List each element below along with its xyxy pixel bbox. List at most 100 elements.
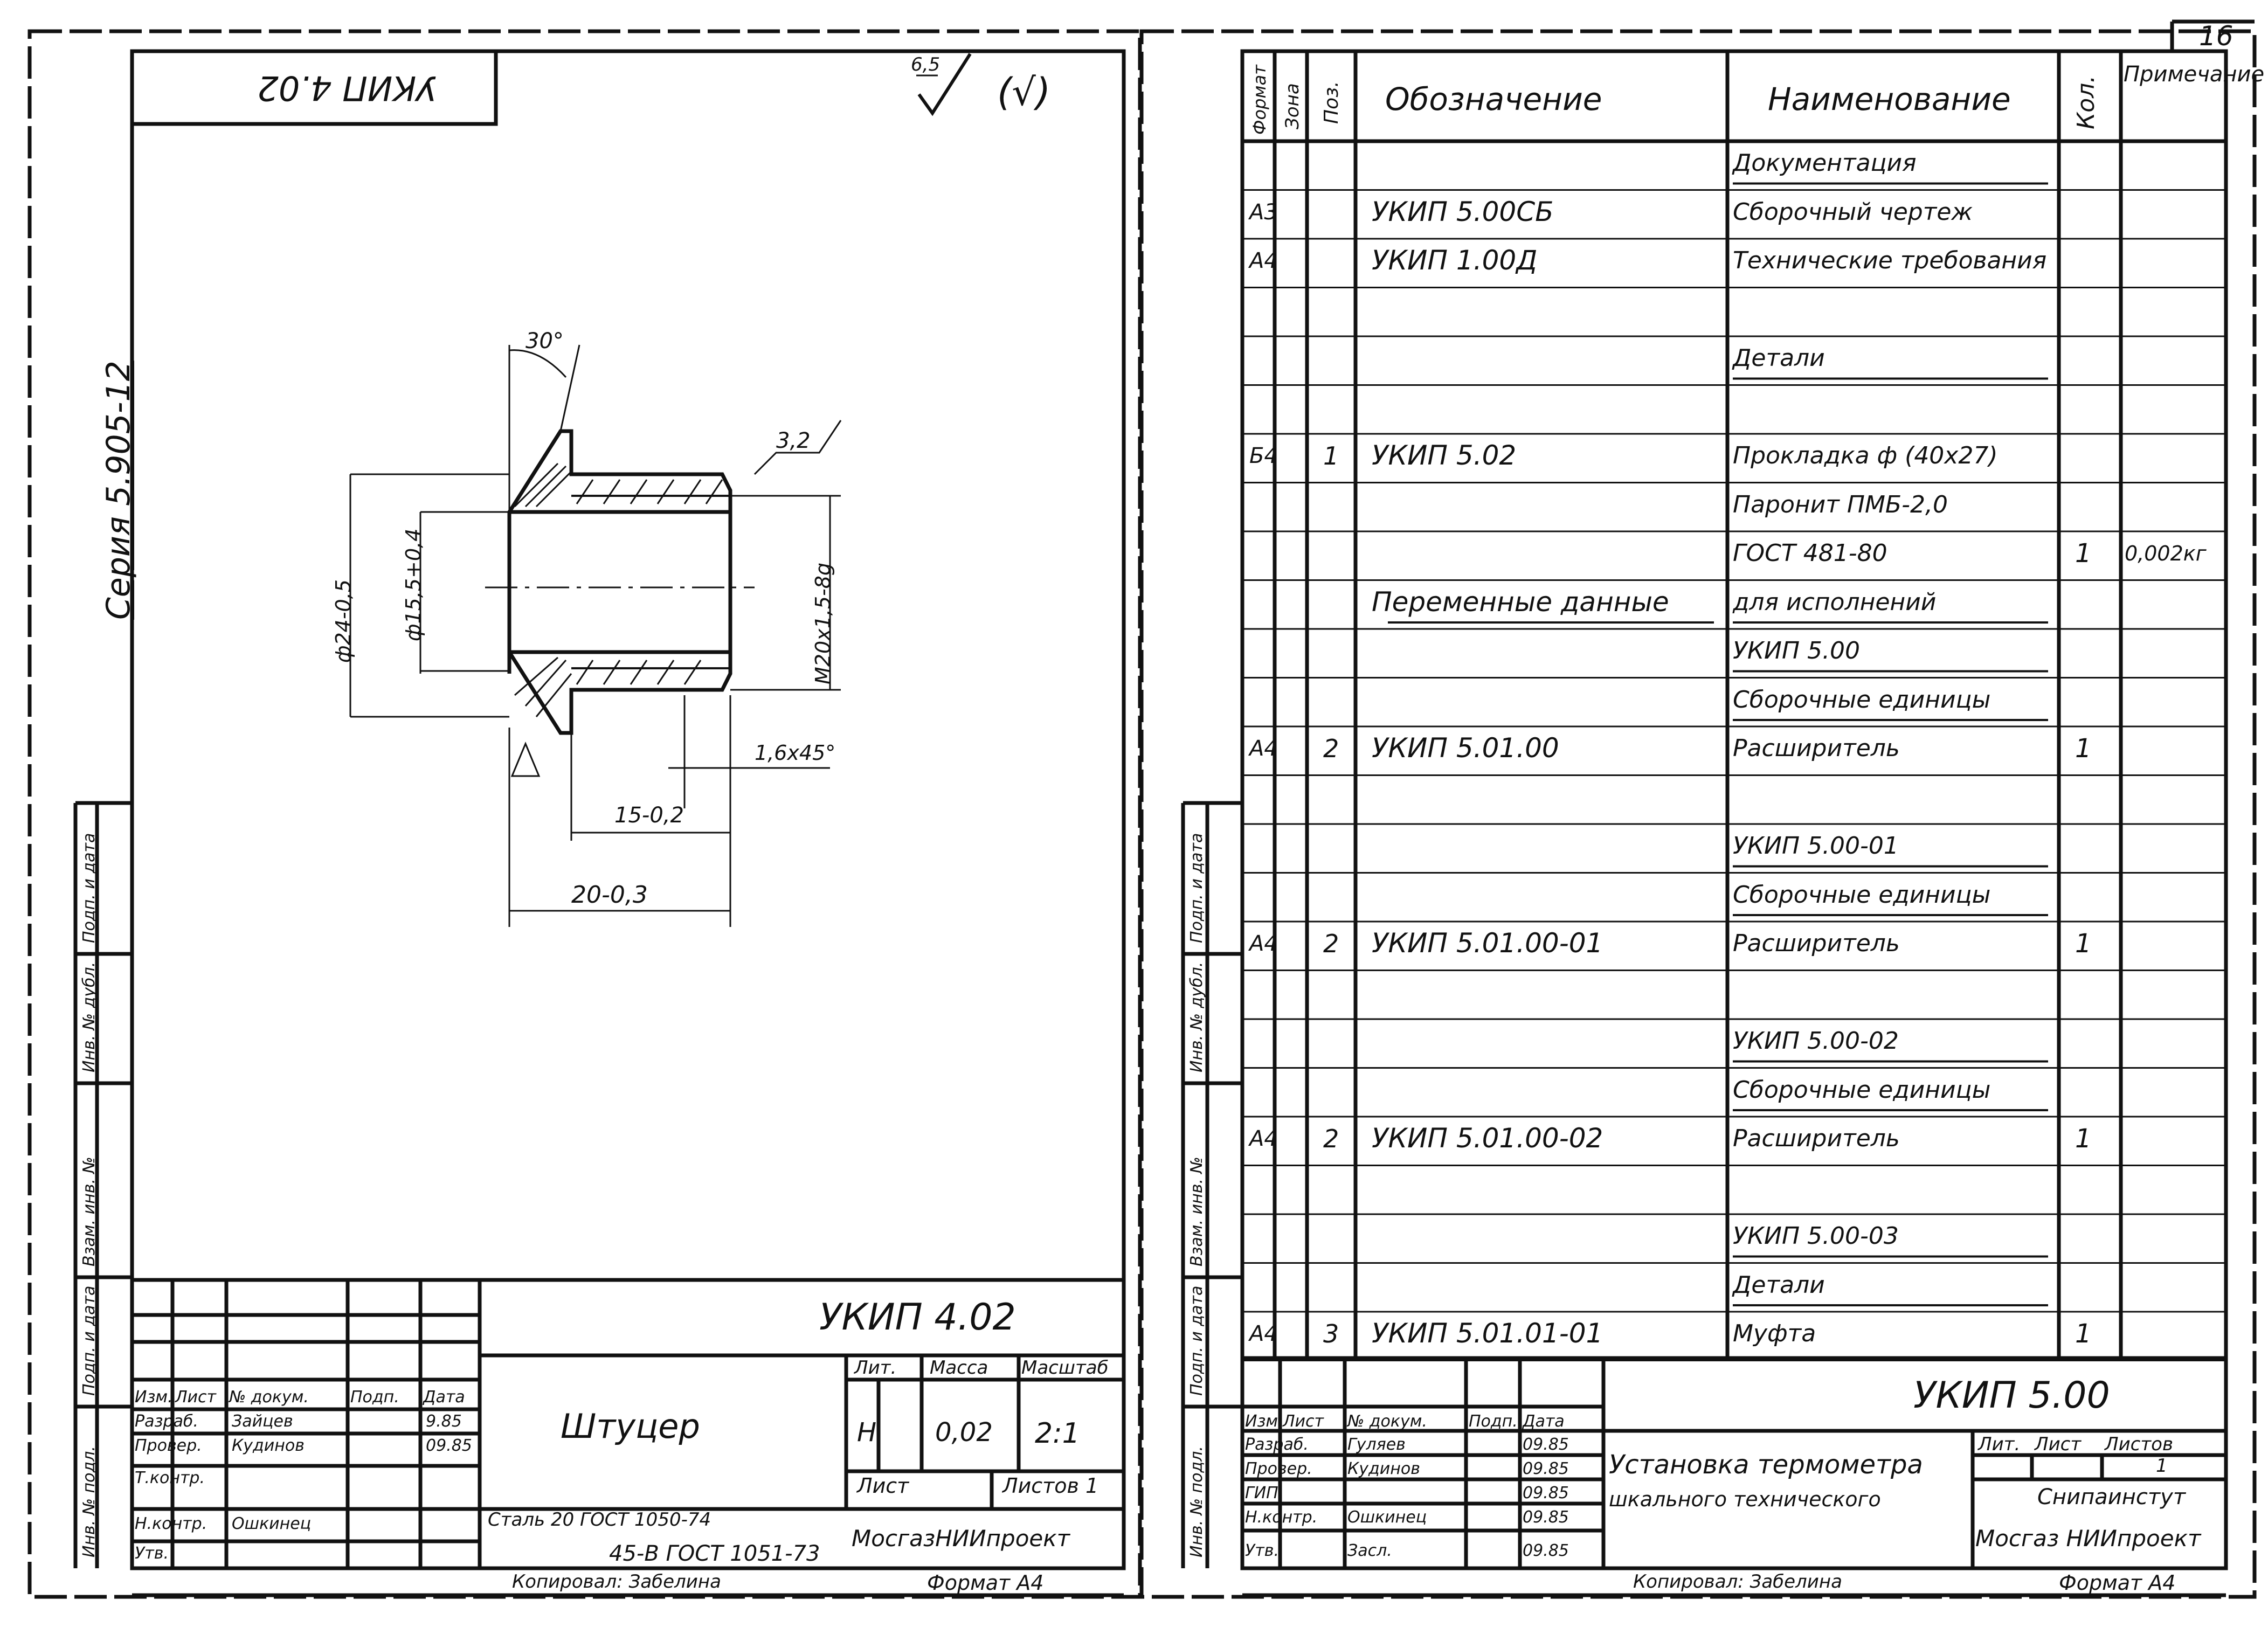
side-label-3: Взам. инв. № <box>1187 1157 1206 1266</box>
person-date: 9.85 <box>426 1412 462 1431</box>
role-podp: Подп. <box>1469 1412 1518 1431</box>
assembly-name-2: шкального технического <box>1609 1487 1881 1511</box>
hdr-pos: Поз. <box>1320 81 1343 124</box>
side-label-1: Инв. № подл. <box>80 1446 99 1557</box>
hdr-designation: Обозначение <box>1385 81 1602 117</box>
row-designation: Переменные данные <box>1372 586 1669 618</box>
person-name: Засл. <box>1347 1541 1392 1560</box>
row-position: 2 <box>1323 733 1339 763</box>
row-format: А3 <box>1249 199 1278 225</box>
row-name: Паронит ПМБ-2,0 <box>1733 490 1948 518</box>
row-name: Сборочные единицы <box>1733 1076 1991 1104</box>
side-label-5: Подп. и дата <box>80 833 99 943</box>
side-label-4: Инв. № дубл. <box>80 961 99 1072</box>
row-name: Муфта <box>1733 1320 1816 1348</box>
row-format: А4 <box>1249 1321 1278 1347</box>
dim-angle: 30° <box>525 329 564 354</box>
sheets-label: Листов 1 <box>1002 1474 1099 1498</box>
side-label-5: Подп. и дата <box>1187 833 1206 943</box>
row-name: для исполнений <box>1733 588 1937 616</box>
row-position: 1 <box>1323 441 1339 470</box>
row-name: Детали <box>1733 344 1825 372</box>
row-format: А4 <box>1249 736 1278 761</box>
roughness-main: 6,5 <box>911 54 941 75</box>
row-format: Б4 <box>1249 444 1278 469</box>
row-position: 2 <box>1323 929 1339 958</box>
row-quantity: 1 <box>2075 538 2092 569</box>
hdr-note: Примечание <box>2124 62 2265 87</box>
hdr-scale: Масштаб <box>1021 1357 1109 1379</box>
org-name: МосгазНИИпроект <box>852 1525 1070 1552</box>
person-date: 09.85 <box>1523 1435 1569 1454</box>
row-name: Прокладка ф (40х27) <box>1733 442 1998 470</box>
role-list: Лист <box>1283 1412 1324 1431</box>
row-name: Расширитель <box>1733 735 1900 763</box>
row-designation: УКИП 5.01.01-01 <box>1372 1318 1603 1349</box>
side-label-2: Подп. и дата <box>80 1285 99 1396</box>
row-quantity: 1 <box>2075 1123 2092 1154</box>
row-name: ГОСТ 481-80 <box>1733 539 1887 567</box>
person-role: Утв. <box>1245 1541 1279 1560</box>
org-line-1: Снипаинстут <box>2037 1485 2186 1510</box>
dim-inner-diameter: ф15,5+0,4 <box>402 528 425 641</box>
dim-roughness-small: 3,2 <box>776 428 811 453</box>
row-note: 0,002кг <box>2125 542 2207 566</box>
row-format: А4 <box>1249 1126 1278 1152</box>
left-designation: УКИП 4.02 <box>819 1296 1016 1339</box>
row-name: Сборочный чертеж <box>1733 198 1973 226</box>
row-name: УКИП 5.00-02 <box>1733 1027 1899 1055</box>
dim-chamfer: 1,6x45° <box>755 741 836 765</box>
row-name: Расширитель <box>1733 1125 1900 1153</box>
person-role: Провер. <box>1245 1459 1312 1478</box>
roughness-other: (√) <box>997 70 1051 114</box>
role-data: Дата <box>1523 1412 1565 1431</box>
right-sheet-label: Лист <box>2035 1434 2082 1455</box>
series-label: Серия 5.905-12 <box>100 361 137 620</box>
dim-outer-diameter: ф24-0,5 <box>331 579 355 663</box>
material-line-1: Сталь 20 ГОСТ 1050-74 <box>488 1509 711 1531</box>
side-label-3: Взам. инв. № <box>80 1157 99 1266</box>
person-name: Гуляев <box>1347 1435 1406 1454</box>
person-role: Разраб. <box>1245 1435 1309 1454</box>
row-position: 3 <box>1323 1319 1339 1348</box>
left-part-name: Штуцер <box>561 1407 700 1446</box>
row-name: Документация <box>1733 149 1917 177</box>
dim-length-20: 20-0,3 <box>571 881 648 909</box>
person-role: Н.контр. <box>1245 1508 1318 1527</box>
person-name: Зайцев <box>232 1412 293 1431</box>
row-name: Технические требования <box>1733 247 2047 275</box>
person-name: Кудинов <box>232 1436 305 1455</box>
row-quantity: 1 <box>2075 928 2092 959</box>
hdr-mass: Масса <box>930 1357 988 1379</box>
right-format: Формат А4 <box>2059 1571 2176 1595</box>
copied-by: Копировал: Забелина <box>512 1571 721 1593</box>
row-designation: УКИП 1.00Д <box>1372 245 1538 276</box>
person-role: Разраб. <box>135 1412 198 1431</box>
person-role: Н.контр. <box>135 1514 208 1533</box>
person-name: Ошкинец <box>1347 1508 1427 1527</box>
row-name: УКИП 5.00-01 <box>1733 832 1899 860</box>
person-name: Ошкинец <box>232 1514 312 1533</box>
side-label-4: Инв. № дубл. <box>1187 961 1206 1072</box>
row-designation: УКИП 5.01.00-01 <box>1372 927 1603 959</box>
right-lit-label: Лит. <box>1978 1434 2021 1455</box>
role-data: Дата <box>423 1388 465 1407</box>
sheet-label: Лист <box>857 1474 909 1498</box>
row-name: УКИП 5.00-03 <box>1733 1222 1899 1250</box>
person-date: 09.85 <box>1523 1459 1569 1478</box>
person-name: Кудинов <box>1347 1459 1420 1478</box>
person-date: 09.85 <box>426 1436 472 1455</box>
person-role: Т.контр. <box>135 1469 205 1487</box>
row-name: Сборочные единицы <box>1733 686 1991 714</box>
person-role: Утв. <box>135 1544 169 1563</box>
row-quantity: 1 <box>2075 733 2092 764</box>
row-designation: УКИП 5.01.00 <box>1372 732 1559 764</box>
scale-value: 2:1 <box>1035 1417 1080 1450</box>
hdr-name: Наименование <box>1768 81 2011 117</box>
row-designation: УКИП 5.01.00-02 <box>1372 1123 1603 1154</box>
row-quantity: 1 <box>2075 1318 2092 1349</box>
format: Формат А4 <box>927 1571 1044 1595</box>
role-dok: № докум. <box>1347 1412 1427 1431</box>
lit-value: Н <box>857 1417 877 1448</box>
